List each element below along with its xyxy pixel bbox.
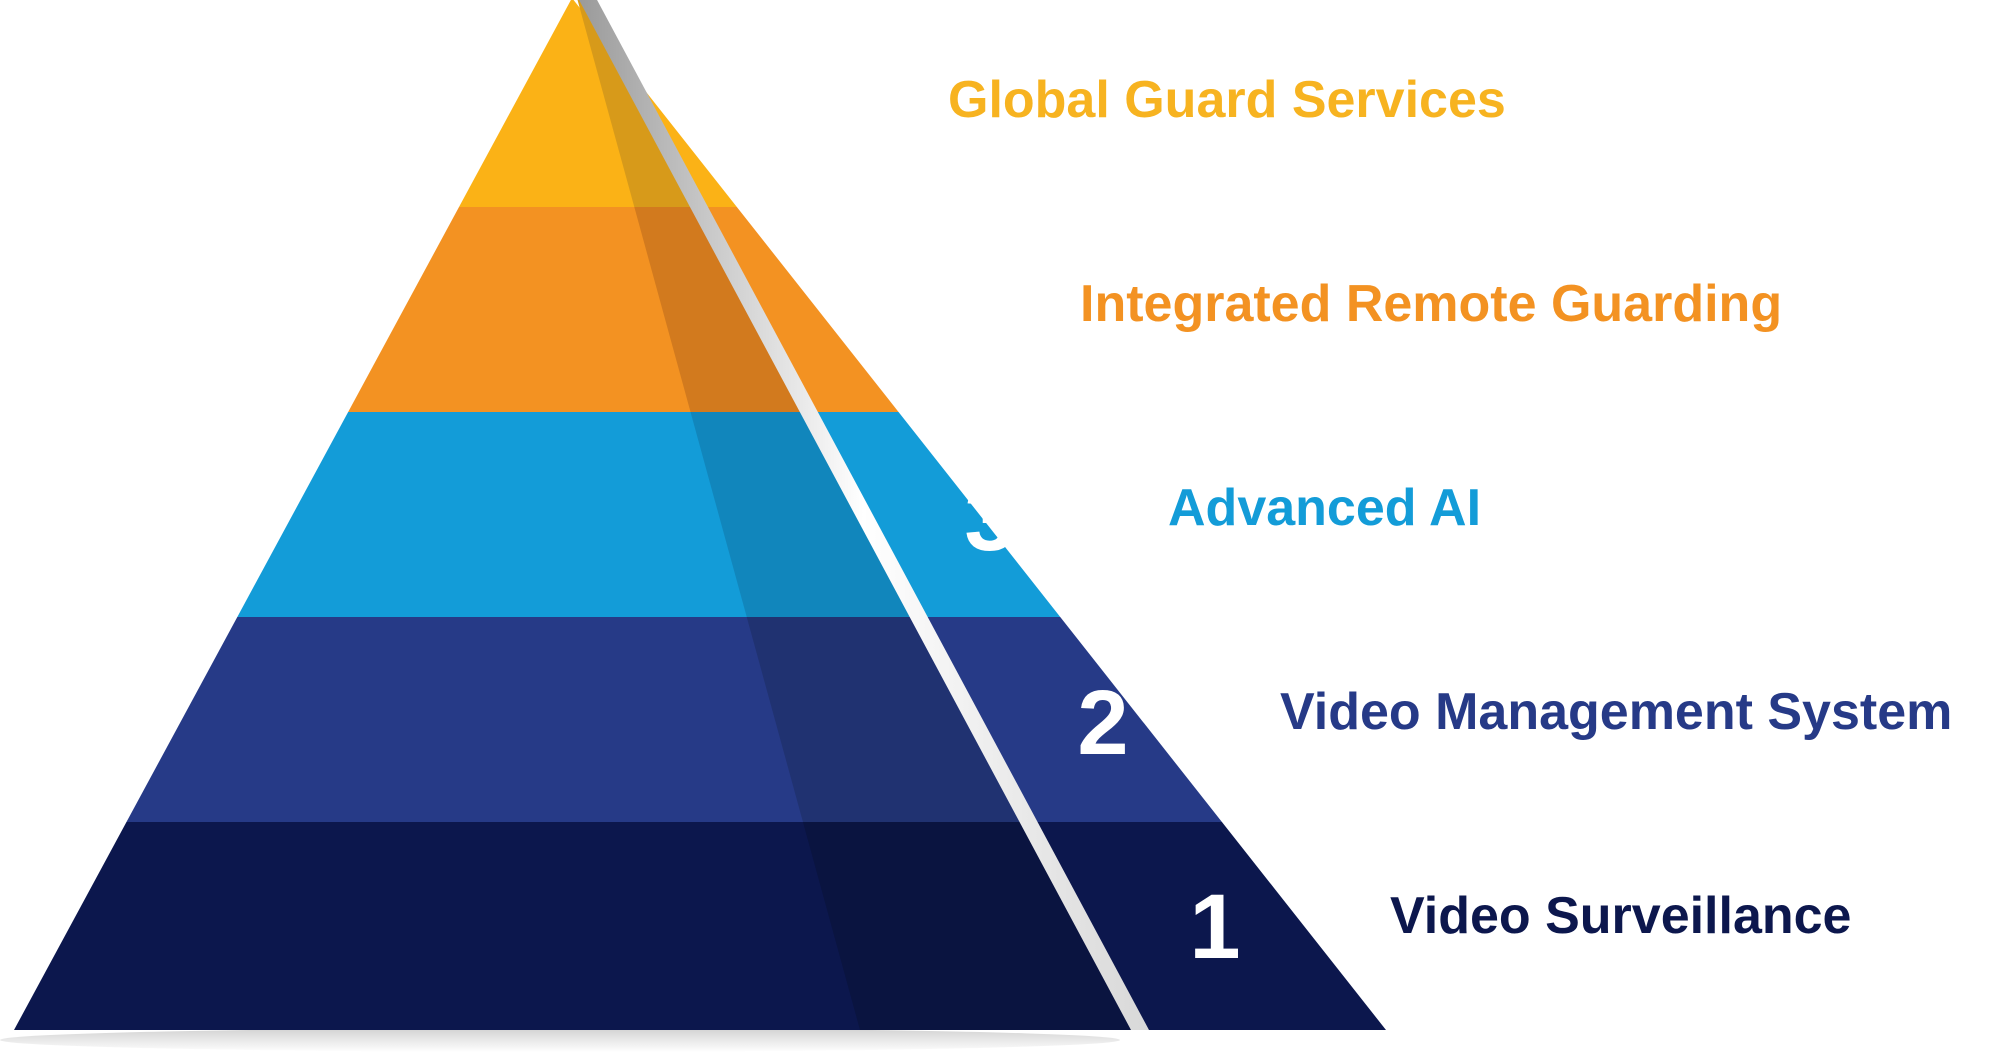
tier-2-band xyxy=(126,617,1222,822)
tier-3-number: 3 xyxy=(964,468,1015,570)
tier-3-band xyxy=(237,412,1061,617)
tier-1-band xyxy=(14,822,1386,1030)
tier-2-label: Video Management System xyxy=(1280,683,1952,741)
tier-1-label: Video Surveillance xyxy=(1390,887,1851,945)
tier-5-number: 5 xyxy=(744,60,795,162)
tier-3-label: Advanced AI xyxy=(1168,479,1481,537)
tier-4-number: 4 xyxy=(854,264,905,366)
tier-2-shade xyxy=(746,617,1024,822)
tier-1-number: 1 xyxy=(1189,876,1240,978)
tier-1-shade xyxy=(802,822,1135,1030)
tier-4-label: Integrated Remote Guarding xyxy=(1080,275,1782,333)
tier-3-shade xyxy=(690,412,914,617)
pyramid-split-line xyxy=(579,0,1149,1030)
pyramid-tiers xyxy=(14,0,1386,1030)
tier-labels: 5 Global Guard Services 4 Integrated Remote… xyxy=(744,60,1952,978)
tier-2-number: 2 xyxy=(1077,672,1128,774)
tier-4-shade xyxy=(634,207,804,412)
ground-shadow xyxy=(0,1028,1120,1052)
tier-4-band xyxy=(348,207,899,412)
tier-5-label: Global Guard Services xyxy=(948,71,1506,129)
